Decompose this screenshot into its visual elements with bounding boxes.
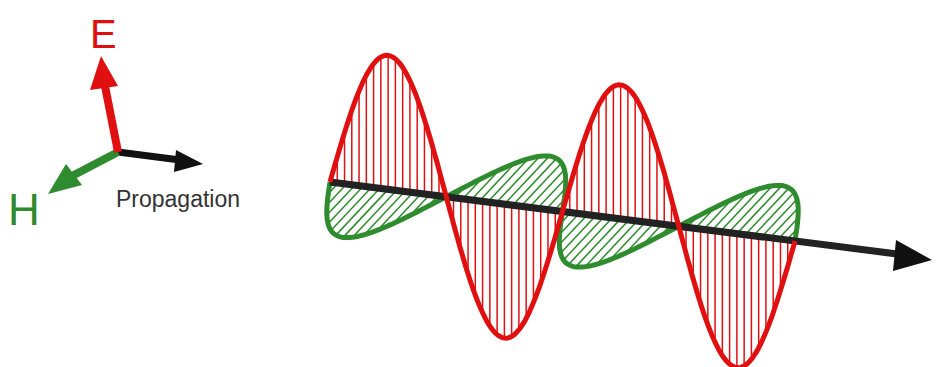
hatch-line — [533, 208, 535, 303]
hatch-line — [395, 59, 397, 190]
propagation-shaft — [118, 152, 180, 160]
hatch-line — [529, 170, 564, 208]
hatch-line — [561, 216, 596, 254]
hatch-line — [591, 120, 593, 215]
hatch-line — [358, 91, 360, 186]
e-field-curve — [330, 55, 795, 367]
hatch-line — [649, 128, 651, 223]
hatch-line — [613, 87, 615, 218]
hatch-line — [743, 235, 745, 366]
hatch-line — [762, 199, 797, 237]
hatch-line — [475, 200, 477, 295]
hatch-line — [751, 235, 753, 359]
h-shaft — [72, 152, 118, 176]
hatch-line — [722, 232, 724, 356]
propagation-head — [174, 150, 203, 172]
hatch-line — [482, 201, 484, 312]
axes-icon — [48, 56, 203, 194]
hatch-line — [518, 206, 520, 330]
hatch-line — [489, 202, 491, 326]
hatch-line — [765, 237, 767, 332]
hatch-line — [366, 75, 368, 186]
hatch-line — [620, 85, 622, 219]
h-head — [48, 164, 82, 194]
hatch-line — [707, 230, 709, 325]
hatch-line — [729, 233, 731, 364]
hatch-line — [745, 188, 789, 235]
hatch-line — [714, 231, 716, 342]
hatch-line — [758, 236, 760, 347]
hatch-line — [598, 105, 600, 216]
hatch-line — [373, 64, 375, 188]
hatch-line — [351, 110, 353, 184]
hatch-line — [634, 97, 636, 221]
hatch-line — [700, 229, 702, 303]
e-label: E — [90, 14, 117, 54]
hatch-line — [496, 203, 498, 334]
e-head — [90, 56, 118, 90]
hatch-line — [387, 55, 389, 189]
hatch-line — [568, 218, 612, 265]
hatch-line — [525, 207, 527, 318]
propagation-label: Propagation — [116, 188, 240, 211]
e-shaft — [105, 86, 118, 152]
hatch-line — [402, 67, 404, 191]
hatch-line — [409, 81, 411, 192]
hatch-line — [772, 238, 774, 312]
hatch-line — [336, 188, 380, 235]
hatch-line — [328, 186, 363, 224]
hatch-line — [511, 205, 513, 336]
hatch-line — [380, 57, 382, 188]
hatch-line — [467, 200, 469, 274]
hatch-line — [736, 234, 738, 367]
hatch-line — [513, 158, 557, 205]
hatch-line — [504, 204, 506, 338]
hatch-line — [424, 120, 426, 194]
hatch-line — [416, 98, 418, 193]
axis-head — [893, 240, 932, 271]
hatch-line — [656, 149, 658, 223]
h-label: H — [8, 188, 40, 232]
hatch-line — [642, 110, 644, 221]
propagation-axis — [330, 182, 905, 255]
hatch-line — [584, 140, 586, 214]
hatch-line — [605, 93, 607, 217]
hatch-line — [627, 88, 629, 219]
hatch-line — [540, 209, 542, 283]
